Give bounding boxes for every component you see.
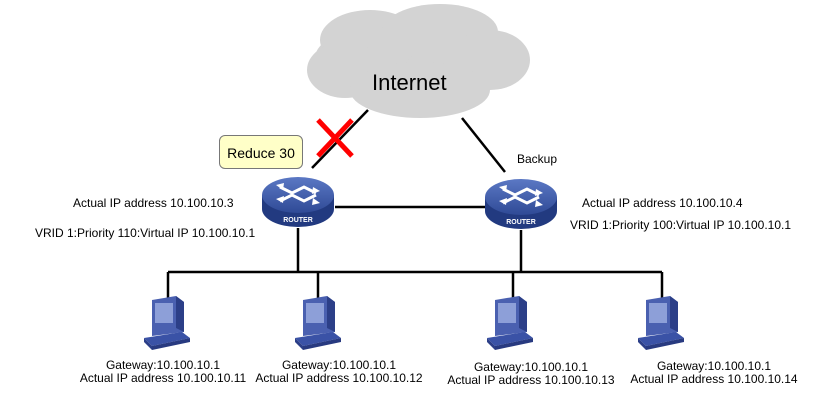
reduce-priority-callout: Reduce 30 <box>219 135 303 169</box>
backup-router-ip: Actual IP address 10.100.10.4 <box>582 196 743 210</box>
host-pc-icon <box>144 296 190 350</box>
host-ip: Actual IP address 10.100.10.11 <box>79 371 247 385</box>
host-gateway: Gateway:10.100.10.1 <box>473 360 589 374</box>
host-gateway: Gateway:10.100.10.1 <box>656 359 772 373</box>
host-ip: Actual IP address 10.100.10.12 <box>255 371 423 385</box>
backup-router-role: Backup <box>517 152 558 166</box>
internet-cloud <box>307 4 530 118</box>
backup-router-icon <box>483 177 559 231</box>
host-label: Gateway:10.100.10.1 Actual IP address 10… <box>248 359 430 385</box>
host-ip: Actual IP address 10.100.10.14 <box>630 372 798 386</box>
master-router-ip: Actual IP address 10.100.10.3 <box>73 196 234 210</box>
host-pc-icon <box>487 296 533 350</box>
host-gateway: Gateway:10.100.10.1 <box>105 358 221 372</box>
internet-label: Internet <box>372 70 447 95</box>
backup-router-vrid: VRID 1:Priority 100:Virtual IP 10.100.10… <box>570 218 792 232</box>
host-label: Gateway:10.100.10.1 Actual IP address 10… <box>72 359 254 385</box>
link-failure-x-icon <box>316 118 354 158</box>
host-gateway: Gateway:10.100.10.1 <box>281 358 397 372</box>
host-label: Gateway:10.100.10.1 Actual IP address 10… <box>623 360 805 386</box>
links <box>166 109 664 298</box>
master-router-icon <box>260 175 336 229</box>
host-pc-icon <box>295 296 341 350</box>
master-router-vrid: VRID 1:Priority 110:Virtual IP 10.100.10… <box>35 226 256 240</box>
host-label: Gateway:10.100.10.1 Actual IP address 10… <box>440 361 622 387</box>
host-ip: Actual IP address 10.100.10.13 <box>447 373 615 387</box>
host-pc-icon <box>638 296 684 350</box>
